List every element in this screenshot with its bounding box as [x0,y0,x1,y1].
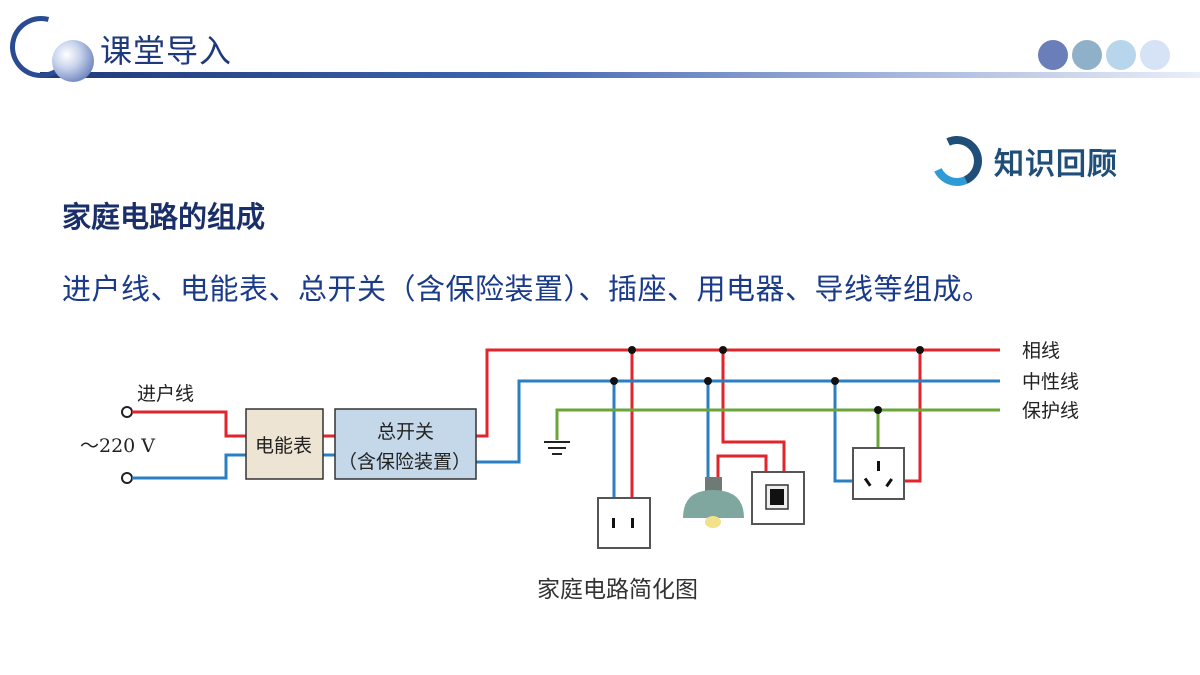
lamp-icon [683,477,744,528]
header-dot-2 [1072,40,1102,70]
voltage-label: ～220 V [80,435,155,457]
review-badge: 知识回顾 [924,128,1118,194]
meter-label: 电能表 [255,435,312,457]
neutral-wires [132,379,1000,498]
header-dot-3 [1106,40,1136,70]
ground-symbol [544,441,570,455]
three-hole-socket [852,447,905,500]
header-dots [1038,40,1170,70]
header-dot-1 [1038,40,1068,70]
earth-label: 保护线 [1022,400,1079,422]
section-body: 进户线、电能表、总开关（含保险装置）、插座、用电器、导线等组成。 [62,272,992,306]
review-badge-text: 知识回顾 [994,147,1118,182]
logo-ball [52,40,94,82]
two-hole-socket [597,497,651,549]
header-bar [40,72,1200,78]
live-wires [132,348,1000,498]
header-dot-4 [1140,40,1170,70]
switch-label-1: 总开关 [377,421,434,443]
wall-switch-icon [751,471,805,525]
terminal-bottom [121,472,133,484]
earth-wires [555,408,1000,448]
page-title: 课堂导入 [100,32,233,70]
section-title: 家庭电路的组成 [62,200,266,234]
inlet-label: 进户线 [137,383,194,405]
junction-dots [610,346,924,414]
switch-label-2: （含保险装置） [338,451,471,473]
terminal-top [121,406,133,418]
meter-box [245,408,324,480]
diagram-caption: 家庭电路简化图 [537,577,698,603]
neutral-label: 中性线 [1022,371,1079,393]
live-label: 相线 [1022,340,1060,362]
main-switch-box [334,408,477,480]
